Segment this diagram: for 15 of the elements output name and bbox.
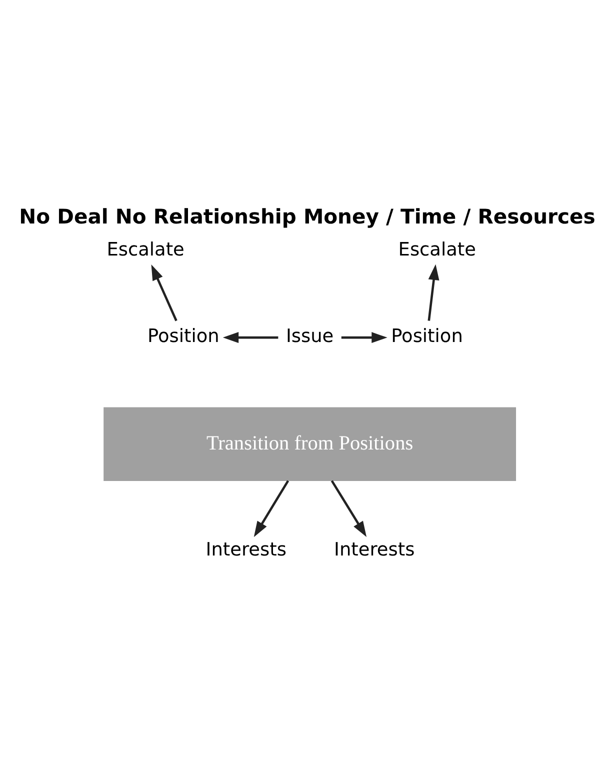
node-text: Issue xyxy=(286,326,334,347)
arrow xyxy=(254,480,290,537)
arrow xyxy=(330,480,367,537)
arrow xyxy=(222,332,278,343)
node-text: Escalate xyxy=(398,238,476,260)
diagram-title: No Deal No Relationship Money / Time / Resources xyxy=(19,204,596,228)
node-text: Escalate xyxy=(106,238,184,260)
node-text: Position xyxy=(148,326,220,347)
arrow xyxy=(428,264,440,320)
node-box: Transition from Positions xyxy=(104,406,516,481)
arrow xyxy=(341,332,388,343)
arrow xyxy=(151,264,178,321)
node-text: Interests xyxy=(334,538,415,560)
node-text: Position xyxy=(391,326,463,347)
node-text: Interests xyxy=(206,538,286,560)
